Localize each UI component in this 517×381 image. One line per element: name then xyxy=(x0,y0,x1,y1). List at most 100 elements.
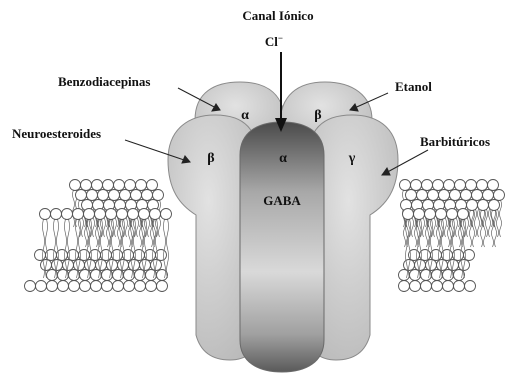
lipid-head xyxy=(62,209,73,220)
lipid-head xyxy=(69,281,80,292)
lipid-head xyxy=(95,209,106,220)
lipid-head xyxy=(81,180,92,191)
ligand-etanol: Etanol xyxy=(395,79,432,94)
lipid-head xyxy=(36,281,47,292)
lipid-head xyxy=(40,209,51,220)
lipid-head xyxy=(136,180,147,191)
ion-label: Cl− xyxy=(265,33,283,49)
lipid-head xyxy=(25,281,36,292)
lipid-head xyxy=(84,209,95,220)
lipid-head xyxy=(80,281,91,292)
lipid-head xyxy=(406,190,417,201)
lipid-head xyxy=(422,180,433,191)
lipid-head xyxy=(58,270,69,281)
lipid-head xyxy=(135,281,146,292)
lipid-head xyxy=(450,190,461,201)
lipid-head xyxy=(433,180,444,191)
channel-title: Canal Iónico xyxy=(242,8,313,23)
lipid-head xyxy=(465,281,476,292)
lipid-head xyxy=(494,190,505,201)
lipid-head xyxy=(467,200,478,211)
lipid-head xyxy=(80,270,91,281)
lipid-head xyxy=(114,180,125,191)
lipid-head xyxy=(454,270,465,281)
lipid-head xyxy=(153,190,164,201)
lipid-head xyxy=(403,209,414,220)
lipid-head xyxy=(454,281,465,292)
lipid-tail xyxy=(470,210,475,247)
lipid-head xyxy=(131,190,142,201)
lipid-tail xyxy=(164,219,169,278)
lipid-head xyxy=(417,190,428,201)
lipid-head xyxy=(113,281,124,292)
lipid-head xyxy=(421,281,432,292)
lipid-head xyxy=(436,209,447,220)
lipid-head xyxy=(466,180,477,191)
lipid-head xyxy=(76,190,87,201)
lipid-head xyxy=(124,270,135,281)
ligand-neuroesteroides: Neuroesteroides xyxy=(12,126,101,141)
lipid-head xyxy=(92,180,103,191)
lipid-head xyxy=(157,281,168,292)
subunit-label-back-right: β xyxy=(314,108,321,123)
lipid-head xyxy=(106,209,117,220)
lipid-head xyxy=(58,281,69,292)
lipid-head xyxy=(135,270,146,281)
lipid-head xyxy=(410,281,421,292)
lipid-head xyxy=(428,190,439,201)
lipid-head xyxy=(69,270,80,281)
lipid-head xyxy=(410,270,421,281)
lipid-head xyxy=(425,209,436,220)
lipid-head xyxy=(432,270,443,281)
lipid-head xyxy=(139,209,150,220)
ion-arrow xyxy=(275,52,287,132)
subunit-label-front-right: γ xyxy=(348,151,356,166)
lipid-head xyxy=(444,180,455,191)
lipid-head xyxy=(472,190,483,201)
lipid-head xyxy=(447,209,458,220)
lipid-head xyxy=(109,190,120,201)
lipid-head xyxy=(400,180,411,191)
lipid-head xyxy=(120,190,131,201)
center-label: GABA xyxy=(263,193,301,208)
lipid-head xyxy=(98,190,109,201)
lipid-head xyxy=(488,180,499,191)
lipid-head xyxy=(142,190,153,201)
lipid-head xyxy=(478,200,489,211)
lipid-head xyxy=(128,209,139,220)
lipid-head xyxy=(87,190,98,201)
lipid-head xyxy=(91,281,102,292)
lipid-head xyxy=(91,270,102,281)
lipid-head xyxy=(458,209,469,220)
lipid-head xyxy=(414,209,425,220)
lipid-head xyxy=(461,190,472,201)
ligand-benzodiacepinas: Benzodiacepinas xyxy=(58,74,150,89)
lipid-head xyxy=(47,281,58,292)
lipid-head xyxy=(113,270,124,281)
ligand-barbituricos: Barbitúricos xyxy=(420,134,490,149)
lipid-head xyxy=(489,200,500,211)
lipid-head xyxy=(150,209,161,220)
subunit-label-front-left: β xyxy=(207,151,214,166)
lipid-head xyxy=(146,270,157,281)
lipid-head xyxy=(411,180,422,191)
lipid-head xyxy=(124,281,135,292)
lipid-head xyxy=(399,270,410,281)
lipid-tail xyxy=(492,210,497,247)
lipid-head xyxy=(125,180,136,191)
lipid-head xyxy=(146,281,157,292)
lipid-head xyxy=(70,180,81,191)
lipid-head xyxy=(161,209,172,220)
lipid-head xyxy=(47,270,58,281)
lipid-head xyxy=(421,270,432,281)
lipid-head xyxy=(483,190,494,201)
lipid-head xyxy=(73,209,84,220)
lipid-head xyxy=(102,281,113,292)
lipid-head xyxy=(35,250,46,261)
lipid-head xyxy=(443,270,454,281)
subunit-label-front-center: α xyxy=(279,151,287,166)
lipid-head xyxy=(157,270,168,281)
lipid-head xyxy=(439,190,450,201)
subunit-label-back-left: α xyxy=(241,108,249,123)
